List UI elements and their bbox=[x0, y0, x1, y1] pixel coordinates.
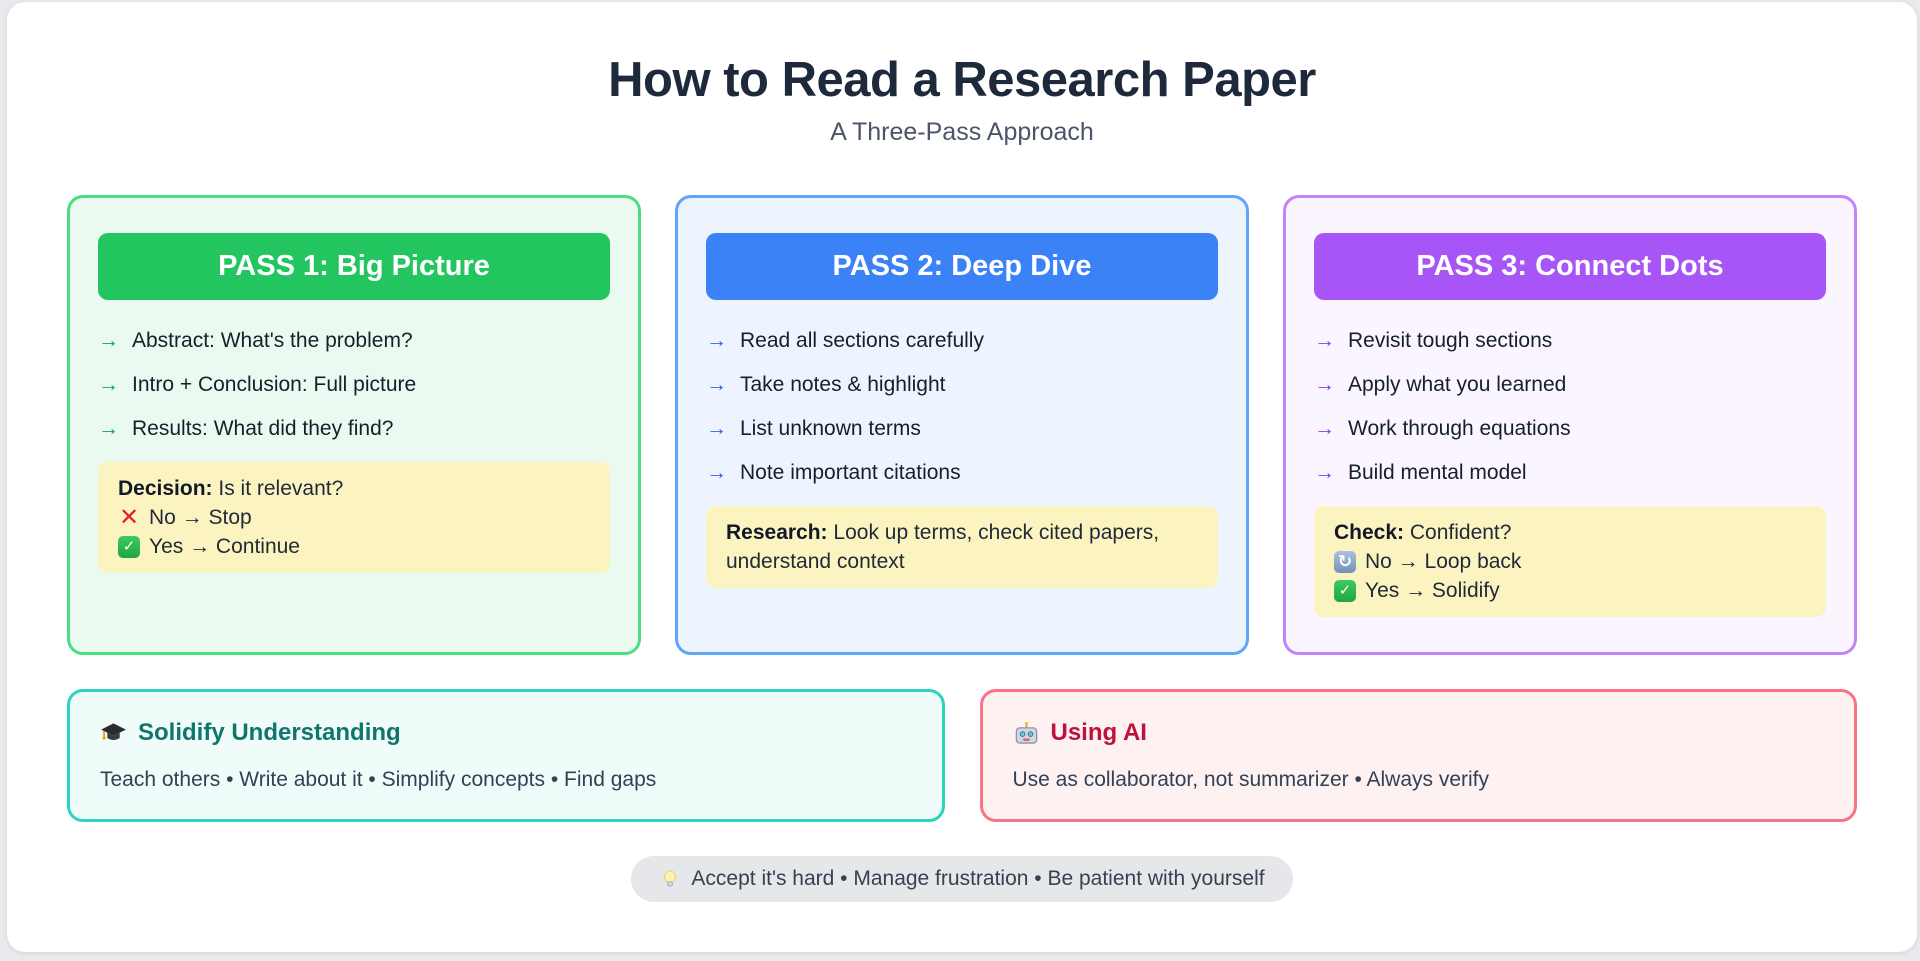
note-line: ↻ No → Loop back bbox=[1334, 547, 1806, 576]
arrow-icon: → bbox=[1314, 461, 1335, 484]
note-label: Check: bbox=[1334, 521, 1405, 544]
check-icon: ✓ bbox=[1334, 579, 1356, 602]
list-item: → Intro + Conclusion: Full picture bbox=[98, 372, 610, 398]
list-item-text: Work through equations bbox=[1348, 417, 1571, 440]
note-line-text: No → Stop bbox=[149, 506, 252, 529]
note-line: ✓ Yes → Continue bbox=[118, 532, 590, 561]
decision-note-box: Decision: Is it relevant? ✕ No → Stop ✓ … bbox=[98, 462, 610, 573]
pass-3-items: → Revisit tough sections → Apply what yo… bbox=[1314, 328, 1826, 486]
page-subtitle: A Three-Pass Approach bbox=[830, 118, 1094, 146]
tips-pill: Accept it's hard • Manage frustration • … bbox=[631, 856, 1293, 902]
pass-1-items: → Abstract: What's the problem? → Intro … bbox=[98, 328, 610, 442]
arrow-icon: → bbox=[98, 417, 119, 440]
note-line: ✕ No → Stop bbox=[118, 503, 590, 532]
list-item-text: Revisit tough sections bbox=[1348, 329, 1553, 352]
list-item: → Apply what you learned bbox=[1314, 372, 1826, 398]
note-line-text: Yes → Solidify bbox=[1365, 579, 1500, 602]
arrow-icon: → bbox=[1314, 373, 1335, 396]
note-text: Is it relevant? bbox=[218, 477, 344, 500]
pass-1-header: PASS 1: Big Picture bbox=[98, 233, 610, 300]
note-heading: Decision: Is it relevant? bbox=[118, 474, 590, 503]
note-line: ✓ Yes → Solidify bbox=[1334, 576, 1806, 605]
robot-icon bbox=[1015, 721, 1037, 744]
list-item-text: Read all sections carefully bbox=[740, 329, 984, 352]
arrow-icon: → bbox=[1314, 329, 1335, 352]
note-text: Confident? bbox=[1409, 521, 1512, 544]
list-item-text: Abstract: What's the problem? bbox=[132, 329, 413, 352]
pass-1-card: PASS 1: Big Picture → Abstract: What's t… bbox=[67, 195, 641, 655]
lightbulb-icon bbox=[664, 870, 677, 887]
arrow-icon: → bbox=[706, 461, 727, 484]
list-item-text: Build mental model bbox=[1348, 461, 1527, 484]
note-text: Look up terms, check cited papers, under… bbox=[726, 521, 1160, 573]
solidify-title-row: Solidify Understanding bbox=[100, 719, 912, 747]
note-heading: Check: Confident? bbox=[1334, 518, 1806, 547]
arrow-icon: → bbox=[98, 329, 119, 352]
pass-2-items: → Read all sections carefully → Take not… bbox=[706, 328, 1218, 486]
pass-2-card: PASS 2: Deep Dive → Read all sections ca… bbox=[675, 195, 1249, 655]
arrow-icon: → bbox=[98, 373, 119, 396]
list-item: → Read all sections carefully bbox=[706, 328, 1218, 354]
list-item: → Build mental model bbox=[1314, 460, 1826, 486]
cross-icon: ✕ bbox=[118, 504, 140, 531]
pass-2-header: PASS 2: Deep Dive bbox=[706, 233, 1218, 300]
solidify-body: Teach others • Write about it • Simplify… bbox=[100, 768, 657, 791]
list-item: → Revisit tough sections bbox=[1314, 328, 1826, 354]
list-item: → Results: What did they find? bbox=[98, 416, 610, 442]
graduation-cap-icon bbox=[101, 722, 126, 740]
list-item-text: Apply what you learned bbox=[1348, 373, 1567, 396]
list-item-text: Take notes & highlight bbox=[740, 373, 946, 396]
passes-row: PASS 1: Big Picture → Abstract: What's t… bbox=[7, 195, 1917, 655]
note-heading: Research: Look up terms, check cited pap… bbox=[726, 518, 1198, 576]
note-label: Research: bbox=[726, 521, 828, 544]
list-item-text: Note important citations bbox=[740, 461, 961, 484]
check-icon: ✓ bbox=[118, 535, 140, 558]
list-item: → Work through equations bbox=[1314, 416, 1826, 442]
bottom-row: Solidify Understanding Teach others • Wr… bbox=[7, 689, 1917, 822]
ai-body: Use as collaborator, not summarizer • Al… bbox=[1012, 768, 1490, 791]
page-title: How to Read a Research Paper bbox=[608, 53, 1316, 107]
list-item: → Abstract: What's the problem? bbox=[98, 328, 610, 354]
ai-title: Using AI bbox=[1050, 719, 1147, 746]
note-label: Decision: bbox=[118, 477, 213, 500]
list-item: → Note important citations bbox=[706, 460, 1218, 486]
pass-3-card: PASS 3: Connect Dots → Revisit tough sec… bbox=[1283, 195, 1857, 655]
list-item-text: List unknown terms bbox=[740, 417, 921, 440]
note-line-text: Yes → Continue bbox=[149, 535, 300, 558]
list-item-text: Results: What did they find? bbox=[132, 417, 394, 440]
arrow-icon: → bbox=[706, 329, 727, 352]
arrow-icon: → bbox=[1314, 417, 1335, 440]
page-card: How to Read a Research Paper A Three-Pas… bbox=[7, 2, 1917, 952]
list-item-text: Intro + Conclusion: Full picture bbox=[132, 373, 417, 396]
using-ai-card: Using AI Use as collaborator, not summar… bbox=[979, 689, 1857, 822]
arrow-icon: → bbox=[706, 373, 727, 396]
list-item: → Take notes & highlight bbox=[706, 372, 1218, 398]
tips-text: Accept it's hard • Manage frustration • … bbox=[691, 867, 1265, 890]
note-line-text: No → Loop back bbox=[1365, 550, 1522, 573]
solidify-card: Solidify Understanding Teach others • Wr… bbox=[67, 689, 945, 822]
list-item: → List unknown terms bbox=[706, 416, 1218, 442]
ai-title-row: Using AI bbox=[1013, 719, 1825, 747]
footer-row: Accept it's hard • Manage frustration • … bbox=[7, 856, 1917, 902]
check-note-box: Check: Confident? ↻ No → Loop back ✓ Yes… bbox=[1314, 506, 1826, 617]
arrow-icon: → bbox=[706, 417, 727, 440]
solidify-title: Solidify Understanding bbox=[138, 719, 401, 746]
research-note-box: Research: Look up terms, check cited pap… bbox=[706, 506, 1218, 588]
pass-3-header: PASS 3: Connect Dots bbox=[1314, 233, 1826, 300]
loop-icon: ↻ bbox=[1334, 550, 1356, 573]
